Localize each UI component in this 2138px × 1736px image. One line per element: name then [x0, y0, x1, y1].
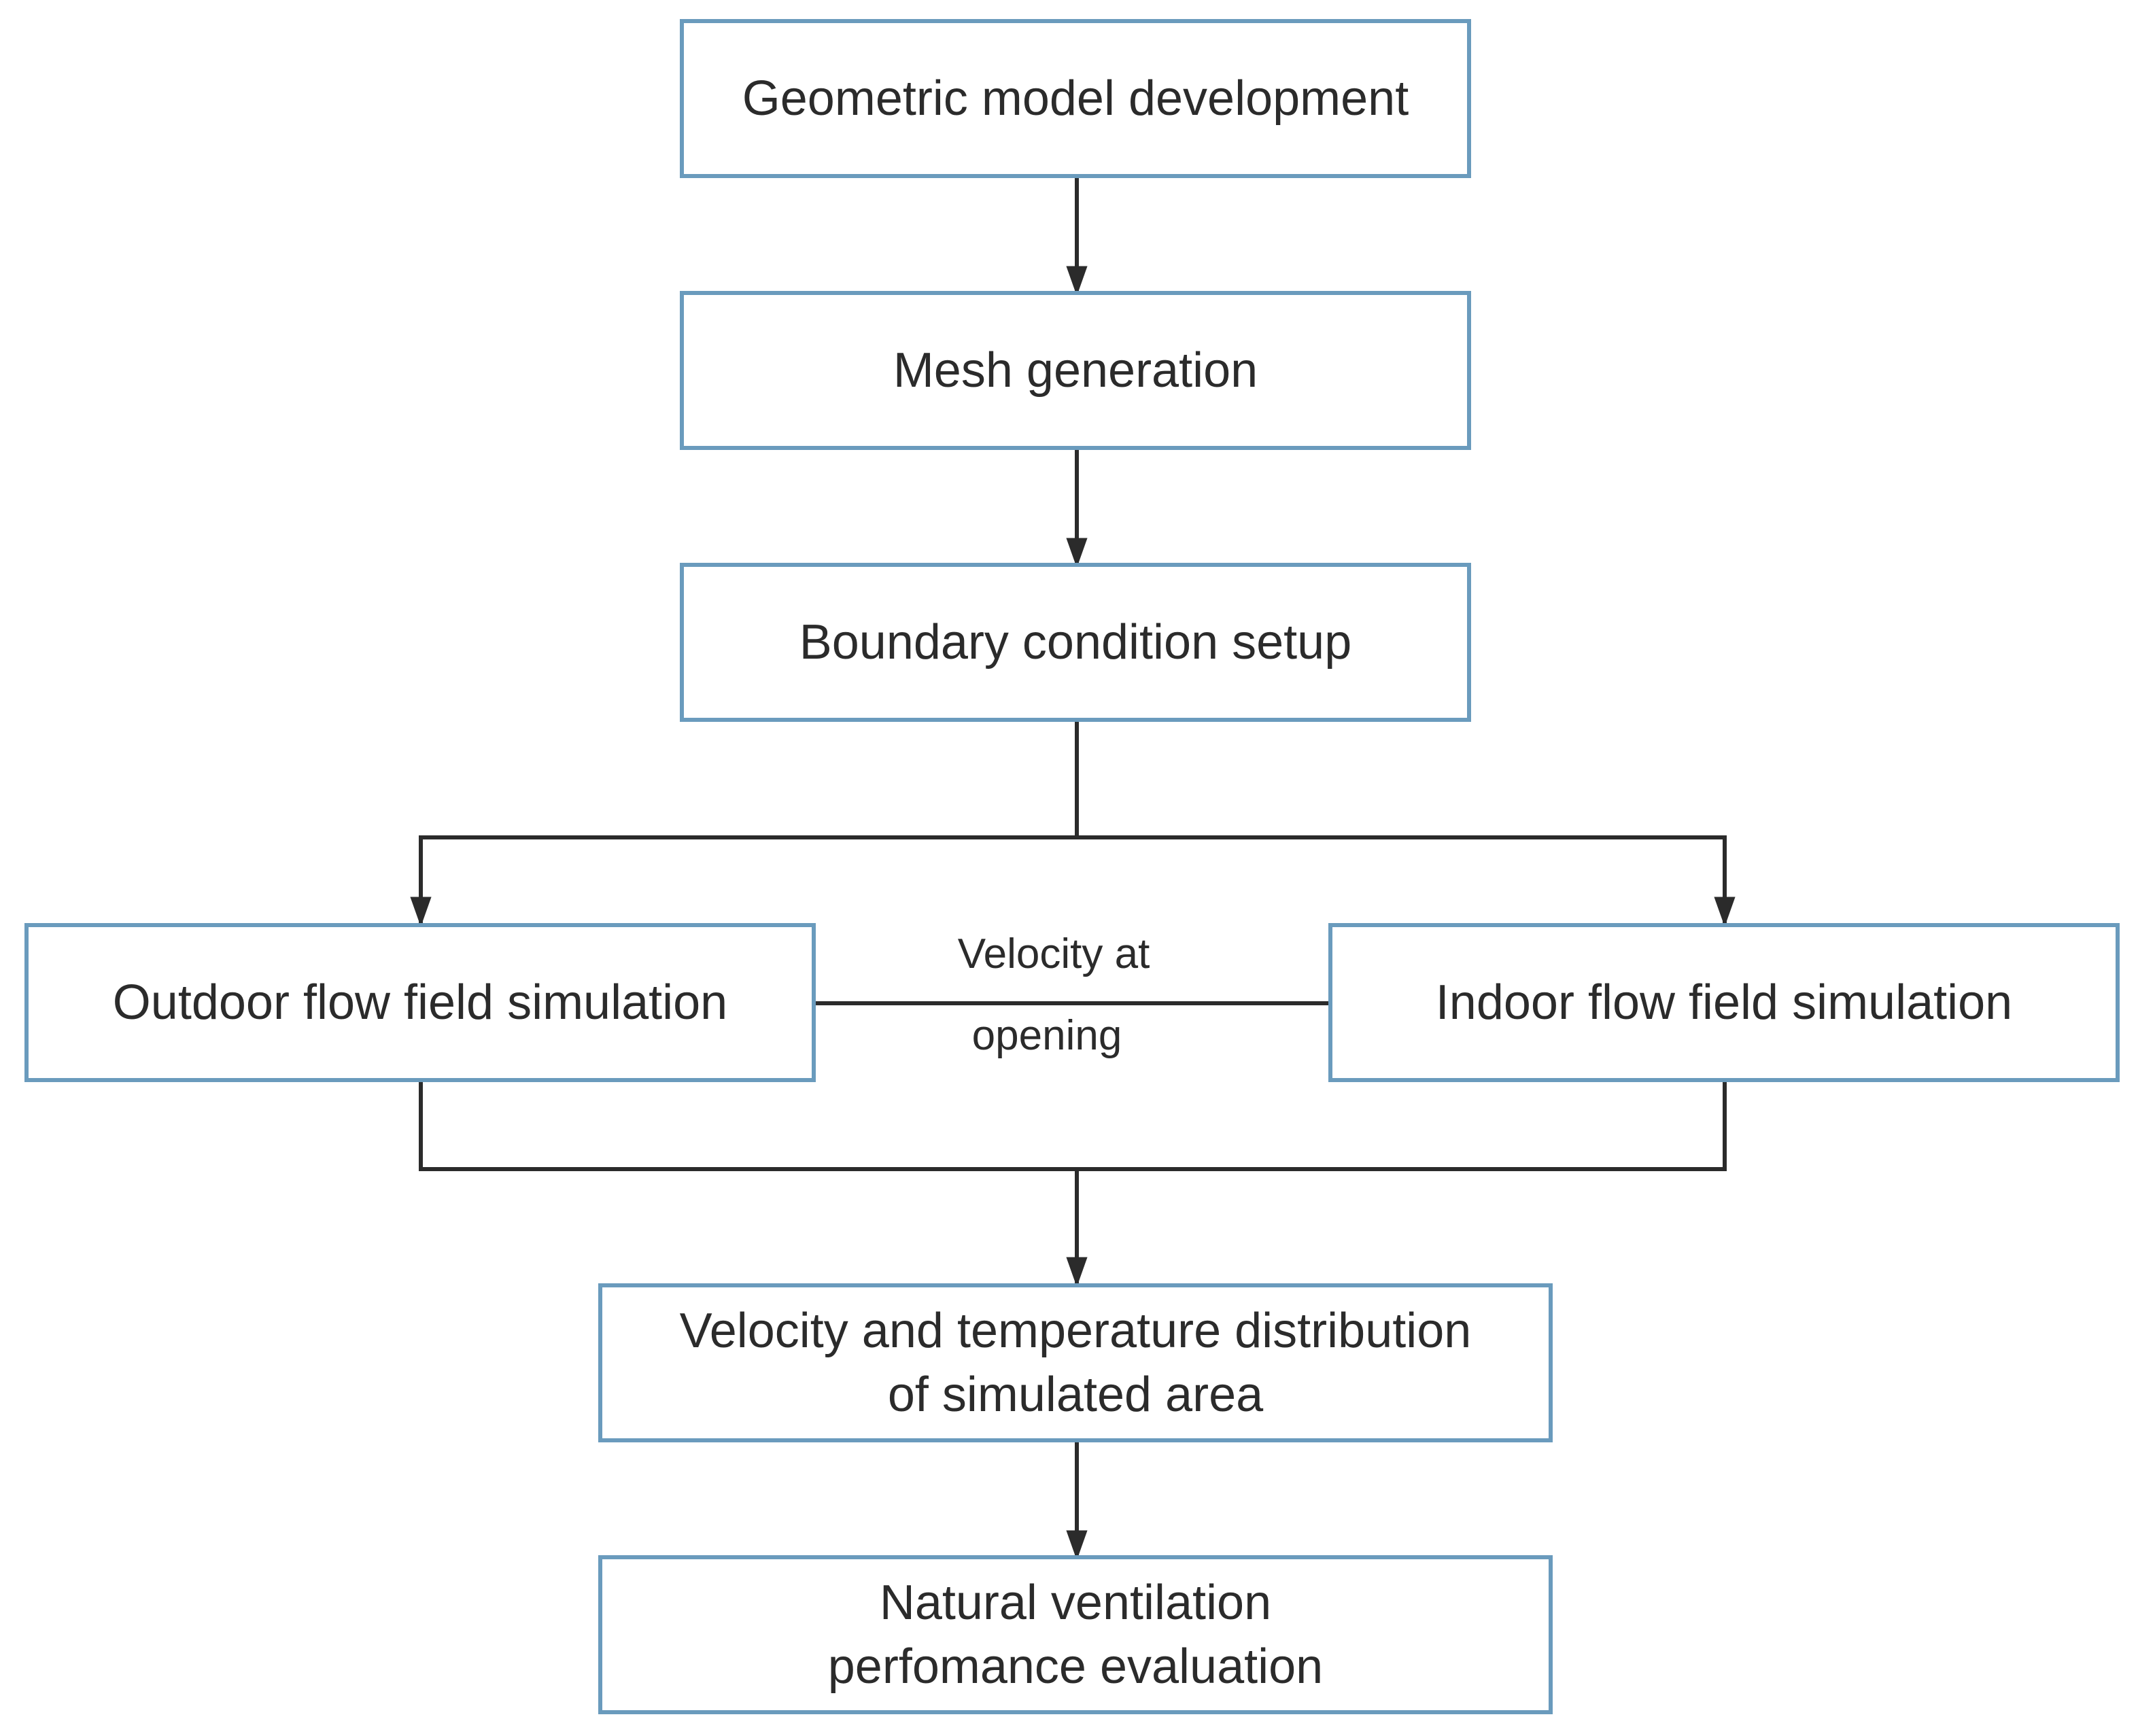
node-boundary-condition: Boundary condition setup — [680, 563, 1471, 722]
node-evaluation-label-line1: Natural ventilation — [879, 1576, 1272, 1630]
edge-label-velocity-at: Velocity at — [957, 931, 1150, 977]
node-indoor-simulation-label: Indoor flow field simulation — [1435, 975, 2013, 1030]
node-ventilation-evaluation: Natural ventilation perfomance evaluatio… — [598, 1555, 1553, 1714]
node-outdoor-simulation-label: Outdoor flow field simulation — [112, 975, 728, 1030]
node-mesh-generation: Mesh generation — [680, 291, 1471, 450]
node-geometric-model: Geometric model development — [680, 19, 1471, 178]
node-distribution-label-line1: Velocity and temperature distribution — [679, 1304, 1472, 1358]
edge-label-opening: opening — [971, 1012, 1122, 1059]
node-boundary-condition-label: Boundary condition setup — [799, 615, 1352, 670]
node-indoor-simulation: Indoor flow field simulation — [1328, 923, 2120, 1082]
node-evaluation-label-line2: perfomance evaluation — [827, 1639, 1324, 1694]
node-mesh-generation-label: Mesh generation — [893, 343, 1258, 398]
node-geometric-model-label: Geometric model development — [742, 71, 1409, 126]
node-outdoor-simulation: Outdoor flow field simulation — [24, 923, 816, 1082]
node-velocity-temperature-distribution: Velocity and temperature distribution of… — [598, 1283, 1553, 1442]
node-distribution-label-line2: of simulated area — [887, 1368, 1264, 1422]
